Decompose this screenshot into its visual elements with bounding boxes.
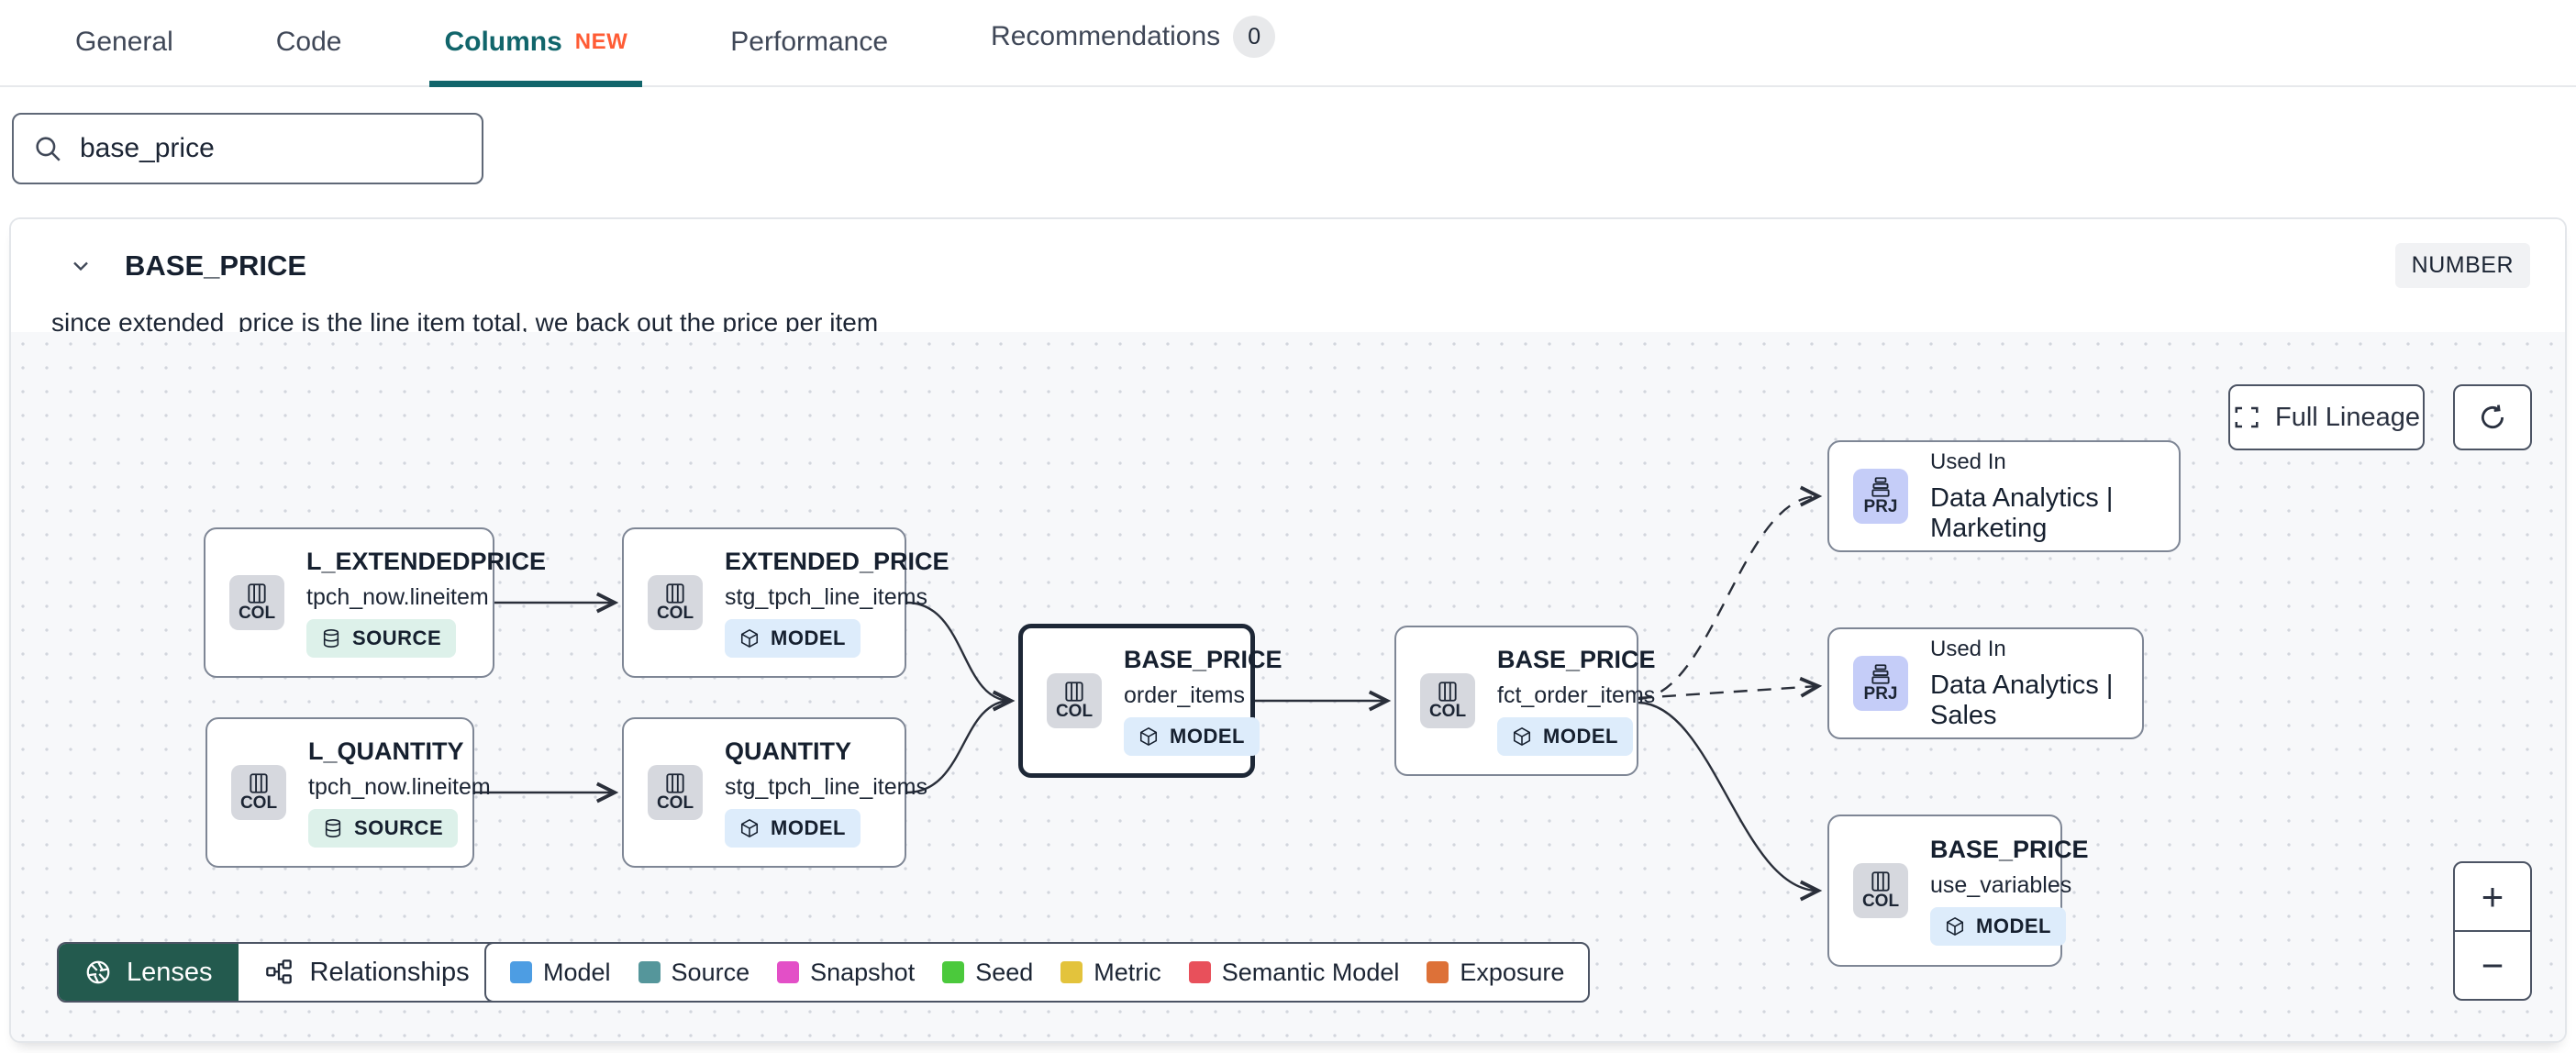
tab-general[interactable]: General	[75, 27, 173, 57]
legend-item-metric: Metric	[1060, 959, 1161, 987]
lineage-node-used-in-marketing[interactable]: PRJ Used In Data Analytics | Marketing	[1827, 440, 2181, 552]
tab-recommendations[interactable]: Recommendations 0	[982, 16, 1284, 85]
source-badge: SOURCE	[308, 809, 459, 848]
refresh-button[interactable]	[2453, 384, 2532, 450]
columns-icon	[1871, 871, 1890, 892]
refresh-icon	[2482, 405, 2504, 429]
legend-item-model: Model	[510, 959, 611, 987]
lineage-node-l-quantity[interactable]: COL L_QUANTITY tpch_now.lineitem SOURCE	[205, 717, 491, 868]
zoom-out-button[interactable]: −	[2481, 943, 2504, 987]
columns-icon	[250, 773, 268, 793]
exposure-swatch	[1427, 961, 1449, 983]
column-description: since extended_price is the line item to…	[51, 308, 879, 337]
search-icon	[32, 133, 63, 164]
column-name: BASE_PRICE	[125, 249, 307, 282]
column-chip: COL	[1853, 863, 1908, 918]
lineage-node-extended-price[interactable]: COL EXTENDED_PRICE stg_tpch_line_items M…	[622, 527, 949, 678]
lineage-node-base-price-fct-order-items[interactable]: COL BASE_PRICE fct_order_items MODEL	[1394, 626, 1656, 776]
source-badge: SOURCE	[306, 619, 457, 658]
legend-item-snapshot: Snapshot	[777, 959, 915, 987]
tab-columns[interactable]: Columns NEW	[429, 27, 643, 87]
legend-item-semantic-model: Semantic Model	[1188, 959, 1399, 987]
project-icon	[1871, 477, 1890, 497]
semantic-model-swatch	[1188, 961, 1211, 983]
model-swatch	[510, 961, 532, 983]
cube-icon	[1513, 726, 1531, 747]
full-lineage-button[interactable]: Full Lineage	[2228, 384, 2425, 450]
column-search[interactable]	[12, 113, 483, 184]
cube-icon	[740, 628, 759, 648]
columns-icon	[1438, 682, 1457, 702]
lens-aperture-icon	[86, 960, 110, 984]
cube-icon	[1946, 916, 1964, 937]
database-icon	[323, 629, 339, 648]
lenses-button[interactable]: Lenses	[59, 944, 239, 1001]
lens-controls: Lenses Relationships	[57, 942, 538, 1003]
zoom-controls: + −	[2453, 861, 2532, 1001]
tab-performance[interactable]: Performance	[730, 27, 889, 57]
relationships-icon	[265, 959, 292, 984]
model-badge: MODEL	[1124, 717, 1260, 756]
columns-icon	[248, 583, 266, 604]
model-badge: MODEL	[725, 619, 861, 658]
cube-icon	[1139, 726, 1158, 747]
source-swatch	[638, 961, 661, 983]
legend-item-exposure: Exposure	[1427, 959, 1564, 987]
relationships-dropdown[interactable]: Relationships	[239, 944, 536, 1001]
lineage-legend: Model Source Snapshot Seed Metric Semant…	[484, 942, 1591, 1003]
column-chip: COL	[648, 765, 703, 820]
column-type-badge: NUMBER	[2394, 243, 2530, 288]
database-icon	[325, 819, 341, 837]
model-badge: MODEL	[1497, 717, 1633, 756]
cube-icon	[740, 818, 759, 838]
lineage-node-base-price-order-items[interactable]: COL BASE_PRICE order_items MODEL	[1018, 624, 1282, 778]
columns-icon	[666, 773, 684, 793]
column-chip: COL	[229, 575, 284, 630]
seed-swatch	[942, 961, 965, 983]
column-chip: COL	[1047, 673, 1102, 728]
project-chip: PRJ	[1853, 656, 1908, 711]
search-input[interactable]	[80, 133, 463, 164]
column-chip: COL	[1420, 673, 1475, 728]
column-header: BASE_PRICE NUMBER since extended_price i…	[11, 219, 2565, 337]
column-detail-panel: BASE_PRICE NUMBER since extended_price i…	[9, 217, 2567, 1043]
metric-swatch	[1060, 961, 1083, 983]
tab-code[interactable]: Code	[275, 27, 342, 57]
legend-item-seed: Seed	[942, 959, 1033, 987]
lineage-edges	[474, 485, 1823, 902]
new-badge: NEW	[574, 29, 628, 54]
columns-icon	[1065, 682, 1083, 702]
collapse-chevron-icon[interactable]	[68, 253, 94, 279]
tab-bar: General Code Columns NEW Performance Rec…	[0, 0, 2576, 87]
legend-item-source: Source	[638, 959, 749, 987]
snapshot-swatch	[777, 961, 800, 983]
expand-icon	[2235, 406, 2259, 428]
project-icon	[1871, 664, 1890, 684]
lineage-canvas[interactable]: COL L_EXTENDEDPRICE tpch_now.lineitem SO…	[11, 332, 2565, 1041]
lineage-node-used-in-sales[interactable]: PRJ Used In Data Analytics | Sales	[1827, 627, 2144, 739]
lineage-node-base-price-use-variables[interactable]: COL BASE_PRICE use_variables MODEL	[1827, 815, 2089, 967]
column-chip: COL	[231, 765, 286, 820]
lineage-node-quantity[interactable]: COL QUANTITY stg_tpch_line_items MODEL	[622, 717, 927, 868]
columns-icon	[666, 583, 684, 604]
column-chip: COL	[648, 575, 703, 630]
lineage-node-l-extendedprice[interactable]: COL L_EXTENDEDPRICE tpch_now.lineitem SO…	[204, 527, 546, 678]
model-badge: MODEL	[1930, 907, 2066, 946]
model-badge: MODEL	[725, 809, 861, 848]
zoom-in-button[interactable]: +	[2455, 863, 2530, 932]
recommendations-count-badge: 0	[1233, 16, 1276, 58]
project-chip: PRJ	[1853, 469, 1908, 524]
